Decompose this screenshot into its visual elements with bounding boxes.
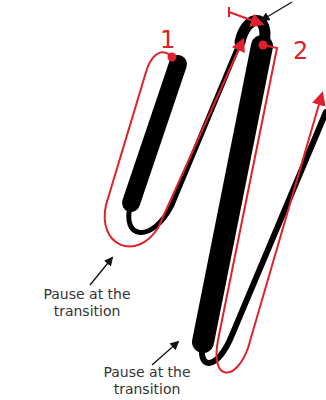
- guide-tick: [228, 7, 230, 17]
- leader-arrow: [90, 258, 112, 285]
- thick-downstroke: [131, 64, 178, 203]
- thick-downstroke: [203, 46, 262, 342]
- annotation-note: Pause at the transition: [36, 286, 138, 320]
- leader-arrow: [152, 342, 178, 365]
- guide-path: [105, 40, 243, 246]
- callout-number: 2: [293, 37, 323, 66]
- annotation-note: Pause at the transition: [96, 364, 198, 398]
- callout-number: 1: [160, 26, 190, 55]
- guide-path: [216, 45, 322, 373]
- leader-arrow: [262, 2, 292, 20]
- guide-arrow: [229, 12, 262, 24]
